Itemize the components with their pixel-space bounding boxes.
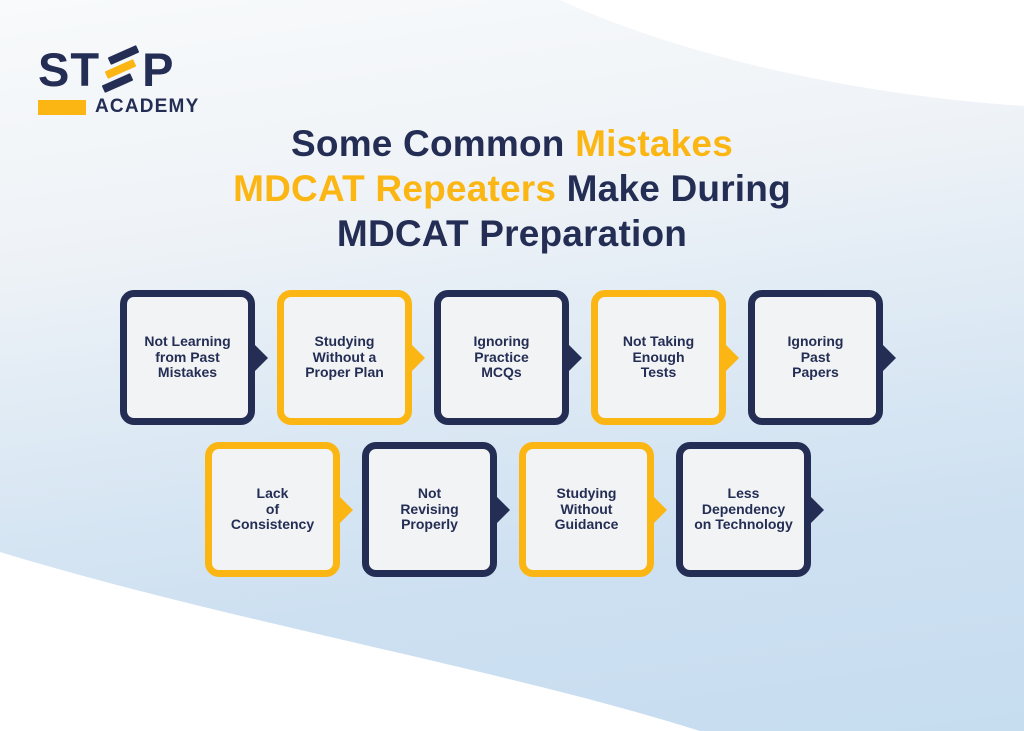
arrow-right-icon [333,489,353,530]
flow-box-not-taking-enough-tests: Not Taking Enough Tests [591,290,739,425]
flow-box-label: Lack of Consistency [230,485,315,533]
flow-box-label: Studying Without a Proper Plan [305,333,384,381]
arrow-right-icon [490,489,510,530]
title-line-3: MDCAT Preparation [336,213,688,254]
flow-box-label: Less Dependency on Technology [694,485,793,533]
arrow-right-icon [804,489,824,530]
logo-wordmark: ST P [38,43,199,96]
bottom-left-wave-shape [0,552,700,731]
flow-box-label: Studying Without Guidance [554,485,619,533]
arrow-right-icon [719,337,739,378]
arrow-right-icon [562,337,582,378]
flow-box-less-dependency-on-technology: Less Dependency on Technology [676,442,824,577]
flow-box-studying-without-a-proper-plan: Studying Without a Proper Plan [277,290,425,425]
flow-box-label: Not Revising Properly [400,485,459,533]
page-title: Some Common Mistakes MDCAT Repeaters Mak… [0,121,1024,256]
logo-subtitle-row: ACADEMY [38,96,199,118]
flow-box-studying-without-guidance: Studying Without Guidance [519,442,667,577]
title-line1-navy: Some Common [291,123,576,164]
logo-academy-label: ACADEMY [95,96,200,117]
flow-box-not-learning-from-past-mistakes: Not Learning from Past Mistakes [120,290,268,425]
flow-box-label: Ignoring Practice MCQs [473,333,530,381]
logo-triple-slash-e-icon [101,44,140,93]
title-line1-yellow: Mistakes [575,123,733,164]
flow-box-not-revising-properly: Not Revising Properly [362,442,510,577]
logo-yellow-bar [38,99,86,115]
step-academy-logo: ST P ACADEMY [38,43,199,118]
top-right-wave-shape [560,0,1024,106]
flow-row-1: Not Learning from Past Mistakes Studying… [120,290,896,425]
arrow-right-icon [248,337,268,378]
title-line-1: Some Common Mistakes [0,121,1024,166]
title-line-2: MDCAT Repeaters Make During [0,166,1024,211]
flow-row-2: Lack of Consistency Not Revising Properl… [205,442,824,577]
logo-text-p: P [142,43,175,96]
logo-text-st: ST [38,43,101,96]
title-line2-navy: Make During [566,168,791,209]
flow-box-label: Not Taking Enough Tests [622,333,695,381]
flow-box-ignoring-practice-mcqs: Ignoring Practice MCQs [434,290,582,425]
flow-box-label: Ignoring Past Papers [787,333,844,381]
flow-box-ignoring-past-papers: Ignoring Past Papers [748,290,896,425]
arrow-right-icon [647,489,667,530]
flow-box-lack-of-consistency: Lack of Consistency [205,442,353,577]
flow-box-label: Not Learning from Past Mistakes [144,333,231,381]
arrow-right-icon [876,337,896,378]
title-line2-yellow: MDCAT Repeaters [233,168,567,209]
slash-top-bar [107,44,140,65]
arrow-right-icon [405,337,425,378]
